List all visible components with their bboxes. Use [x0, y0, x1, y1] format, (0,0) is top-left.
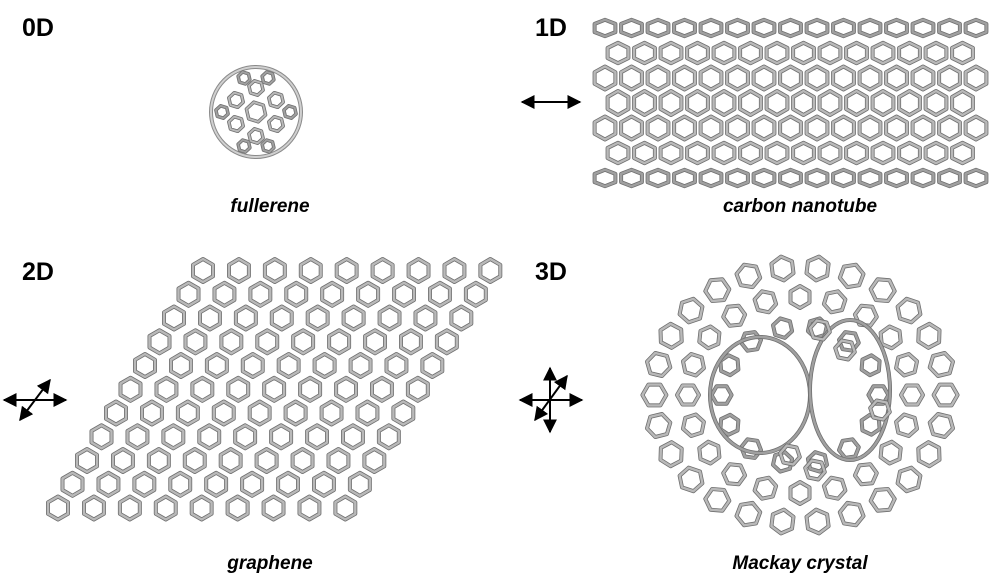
three-axis-arrow-icon [518, 366, 584, 434]
fullerene-molecule [209, 65, 303, 159]
dimension-label-2d: 2D [22, 258, 54, 286]
dimension-label-1d: 1D [535, 14, 567, 42]
graphene-sheet [46, 257, 503, 522]
caption-carbon-nanotube: carbon nanotube [722, 196, 878, 217]
dimension-label-0d: 0D [22, 14, 54, 42]
mackay-crystal-structure [640, 254, 960, 536]
two-axis-arrow-icon [2, 378, 68, 422]
dimension-label-3d: 3D [535, 258, 567, 286]
caption-mackay-crystal: Mackay crystal [732, 553, 868, 574]
caption-fullerene: fullerene [230, 196, 310, 217]
carbon-nanotube-molecule [592, 17, 989, 189]
caption-graphene: graphene [227, 553, 313, 574]
